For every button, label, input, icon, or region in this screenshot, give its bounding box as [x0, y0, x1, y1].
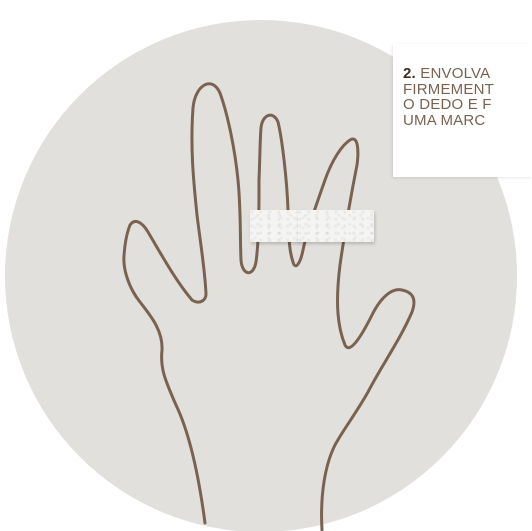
instruction-card: 2. ENVOLVA FIRMEMENT O DEDO E F UMA MARC [393, 44, 532, 177]
tape-segment-left [250, 210, 300, 242]
instruction-line-3: O DEDO E F [403, 97, 532, 113]
instruction-line-1-text: ENVOLVA [420, 65, 490, 82]
instruction-line-1: 2. ENVOLVA [403, 66, 532, 82]
step-number: 2. [403, 65, 416, 82]
tape-segment-right [298, 210, 374, 242]
instruction-line-2: FIRMEMENT [403, 82, 532, 98]
instruction-line-4: UMA MARC [403, 113, 532, 129]
instruction-text: 2. ENVOLVA FIRMEMENT O DEDO E F UMA MARC [403, 66, 532, 128]
